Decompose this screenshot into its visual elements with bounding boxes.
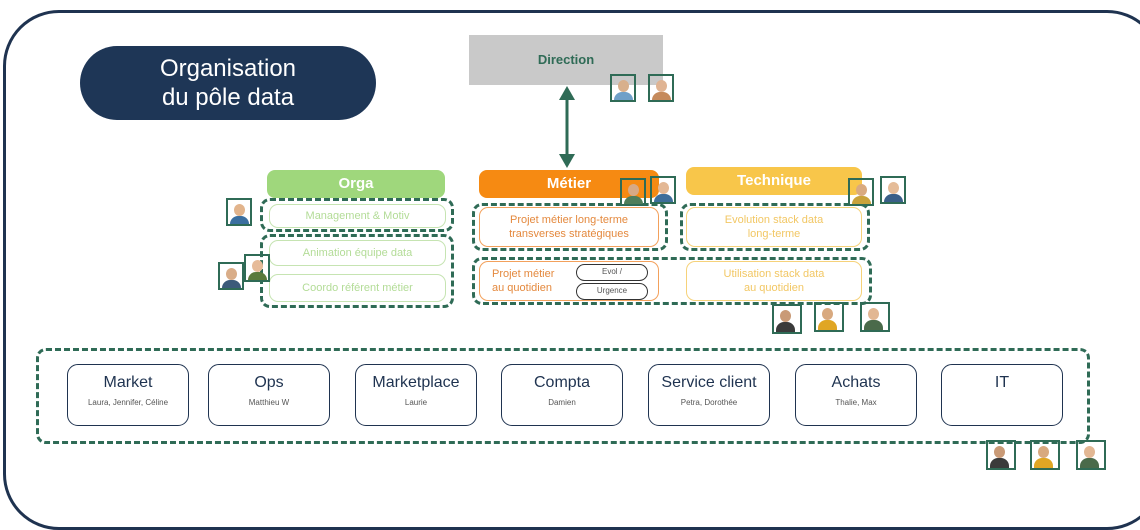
dept-market: Market Laura, Jennifer, Céline [67,364,189,426]
person-avatar-icon [226,198,252,226]
dept-people: Laura, Jennifer, Céline [87,398,169,407]
person-avatar-icon [848,178,874,206]
dept-people: Petra, Dorothée [680,398,738,407]
technique-stack-evol-line2: long-terme [747,228,801,240]
dept-compta: Compta Damien [501,364,623,426]
metier-dashed-group-top [472,203,668,251]
metier-label: Métier [546,175,592,192]
tag-evol: Evol / [576,264,648,281]
dept-people: Damien [548,398,576,407]
metier-long-term-line1: Projet métier long-terme [510,214,628,226]
orga-dashed-group-top [260,198,454,232]
person-avatar-icon [610,74,636,102]
person-avatar-icon [772,304,802,334]
orga-header: Orga [267,170,445,198]
metier-daily-line1: Projet métier [492,268,555,280]
orga-item-animation: Animation équipe data [269,240,446,266]
title-line-1: Organisation [159,55,297,82]
technique-header: Technique [686,167,862,195]
person-avatar-icon [986,440,1016,470]
departments-dashed-group [36,348,1090,444]
dept-service-client: Service client Petra, Dorothée [648,364,770,426]
technique-dashed-group-top [680,203,870,251]
orga-item-label: Coordo référent métier [302,282,413,294]
dept-people: Laurie [404,398,428,407]
metier-daily-box: Projet métier au quotidien [479,261,659,301]
person-avatar-icon [650,176,676,204]
dept-name: Compta [533,374,591,391]
tag-urgence: Urgence [576,283,648,300]
technique-label: Technique [737,172,811,189]
technique-stack-evol-box: Evolution stack data long-terme [686,207,862,247]
person-avatar-icon [218,262,244,290]
person-avatar-icon [880,176,906,204]
dept-name: Marketplace [372,374,460,391]
orga-item-label: Management & Motiv [305,210,410,222]
dept-marketplace: Marketplace Laurie [355,364,477,426]
dept-it: IT [941,364,1063,426]
orga-item-management: Management & Motiv [269,204,446,228]
person-avatar-icon [1076,440,1106,470]
tag-evol-label: Evol / [601,267,622,276]
orga-item-label: Animation équipe data [302,247,413,259]
technique-stack-evol-line1: Evolution stack data [724,214,824,226]
orga-label: Orga [338,175,374,192]
dept-name: Achats [831,374,881,391]
person-avatar-icon [1030,440,1060,470]
metier-daily-line2: au quotidien [492,282,552,294]
technique-stack-use-line1: Utilisation stack data [723,268,825,280]
dept-name: IT [994,374,1010,391]
direction-label: Direction [537,52,595,67]
dept-people: Matthieu W [248,398,290,407]
title-line-2: du pôle data [161,84,295,111]
dept-ops: Ops Matthieu W [208,364,330,426]
metier-long-term-box: Projet métier long-terme transverses str… [479,207,659,247]
dept-name: Ops [254,374,284,391]
person-avatar-icon [860,302,890,332]
direction-box: Direction [469,35,663,85]
orga-item-coordo: Coordo référent métier [269,274,446,302]
double-arrow-icon [559,86,575,168]
tag-urgence-label: Urgence [596,286,628,295]
dept-name: Service client [661,374,757,391]
dept-achats: Achats Thalie, Max [795,364,917,426]
person-avatar-icon [814,302,844,332]
metier-long-term-line2: transverses stratégiques [509,228,629,240]
person-avatar-icon [648,74,674,102]
person-avatar-icon [620,178,646,206]
dept-name: Market [103,374,153,391]
technique-stack-use-box: Utilisation stack data au quotidien [686,261,862,301]
metier-technique-dashed-group [472,257,872,305]
dept-people: Thalie, Max [835,398,877,407]
person-avatar-icon [244,254,270,282]
page-title: Organisation du pôle data [80,46,376,120]
orga-dashed-group-bottom [260,234,454,308]
technique-stack-use-line2: au quotidien [744,282,804,294]
